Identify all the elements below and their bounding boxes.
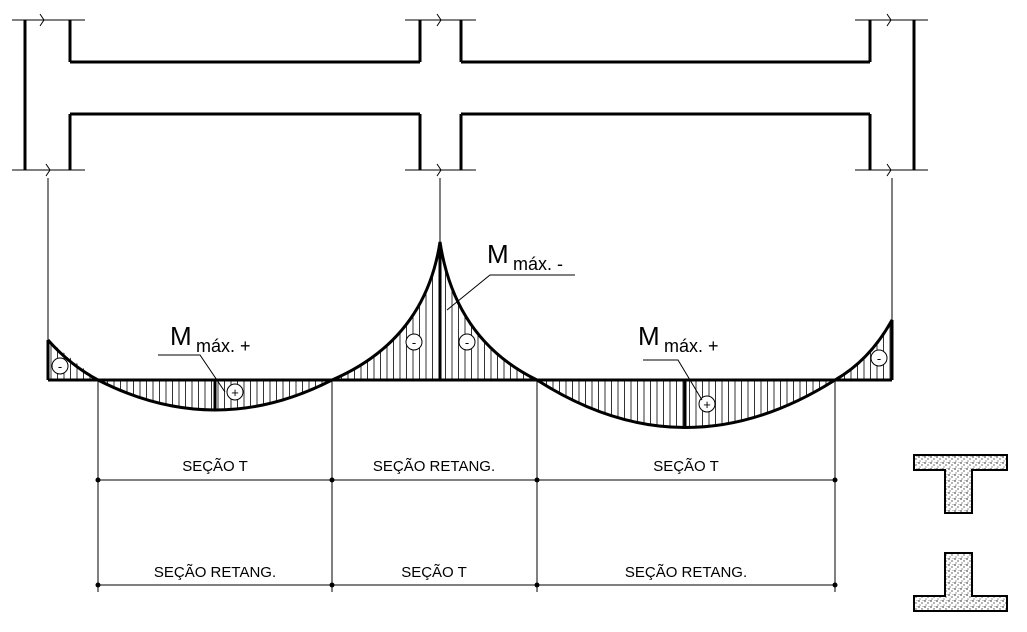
svg-text:M: M [487, 239, 509, 269]
section-label: SEÇÃO T [653, 458, 719, 475]
sign-markers: - + - - + - [51, 333, 888, 413]
section-label: SEÇÃO T [182, 458, 248, 475]
column-center [405, 13, 476, 177]
sign-positive-span1: + [226, 383, 244, 401]
svg-text:-: - [465, 335, 469, 350]
label-max-negative: M máx. - [487, 239, 563, 274]
label-max-positive-1: M máx. + [170, 321, 251, 356]
svg-text:M: M [170, 321, 192, 351]
sign-negative-left: - [51, 357, 69, 375]
column-left [12, 13, 85, 177]
projection-lines [47, 178, 893, 340]
svg-text:+: + [703, 397, 711, 412]
inverted-t-section-icon [913, 552, 1008, 612]
section-label: SEÇÃO RETANG. [373, 458, 495, 475]
svg-text:-: - [877, 351, 881, 366]
section-label: SEÇÃO RETANG. [625, 564, 747, 581]
svg-text:+: + [231, 385, 239, 400]
structure-elevation [12, 13, 928, 340]
section-labels-row-2: SEÇÃO RETANG. SEÇÃO T SEÇÃO RETANG. [154, 564, 747, 581]
sign-negative-center-left: - [405, 333, 423, 351]
svg-text:-: - [58, 359, 62, 374]
beam-right [461, 60, 870, 116]
leader-lines [158, 274, 703, 401]
svg-text:máx. +: máx. + [196, 336, 251, 356]
section-table [95, 380, 838, 592]
svg-text:-: - [412, 335, 416, 350]
sign-positive-span2: + [698, 395, 716, 413]
moment-curve [46, 241, 894, 429]
section-label: SEÇÃO T [401, 564, 467, 581]
section-labels-row-1: SEÇÃO T SEÇÃO RETANG. SEÇÃO T [182, 458, 719, 475]
t-section-icon [913, 454, 1008, 514]
sign-negative-center-right: - [458, 333, 476, 351]
sign-negative-right: - [870, 349, 888, 367]
label-max-positive-2: M máx. + [638, 321, 719, 356]
svg-text:máx. +: máx. + [664, 336, 719, 356]
column-right [855, 13, 928, 177]
beam-left [70, 60, 420, 116]
section-label: SEÇÃO RETANG. [154, 564, 276, 581]
svg-text:M: M [638, 321, 660, 351]
svg-text:máx. -: máx. - [513, 254, 563, 274]
